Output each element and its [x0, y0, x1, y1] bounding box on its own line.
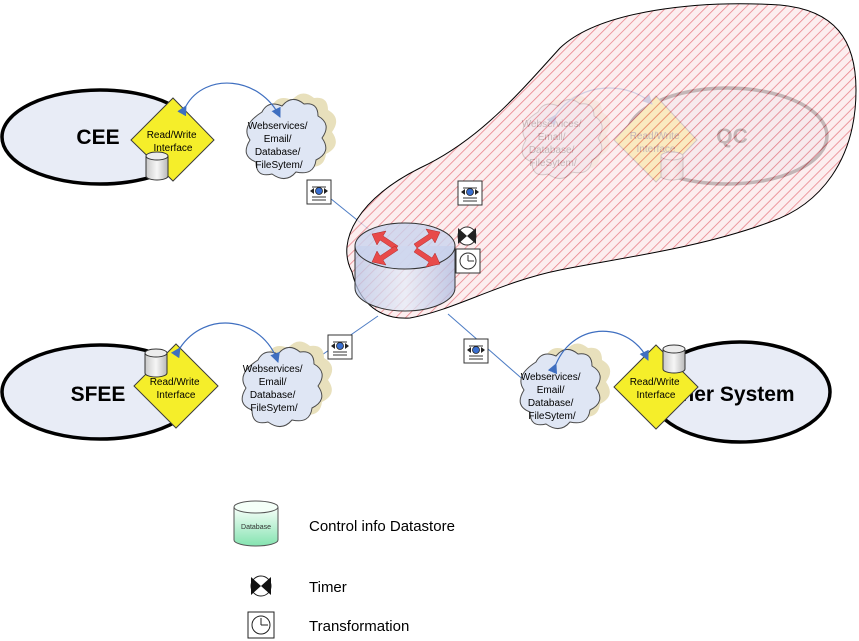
- cloud-label-line1: Webservices/: [243, 364, 303, 375]
- message-icon: [327, 334, 353, 360]
- legend-timer-icon: [250, 575, 272, 597]
- cloud-label-line3: Database/: [255, 147, 301, 158]
- cloud-label-line4: FileSytem/: [255, 160, 302, 171]
- other-transport-cloud[interactable]: Webservices/ Email/ Database/ FileSytem/: [519, 343, 611, 429]
- message-icon: [457, 180, 483, 206]
- sfee-label: SFEE: [71, 383, 126, 406]
- cee-label: CEE: [76, 126, 119, 149]
- svg-text:Webservices/ Email/: Webservices/ Email/ Database/ FileSytem/: [521, 372, 584, 422]
- other-link-arrow: [547, 330, 649, 375]
- hub-timer-icon: [457, 226, 477, 246]
- svg-text:Webservices/ Email/: Webservices/ Email/ Database/ FileSytem/: [243, 364, 306, 414]
- hub-router[interactable]: [354, 222, 456, 312]
- legend: Database Control info Datastore Timer Tr…: [233, 500, 455, 639]
- cloud-label-line3: Database/: [250, 390, 296, 401]
- other-system[interactable]: her System: [648, 340, 832, 444]
- legend-transformation-icon: [247, 611, 275, 639]
- sfee-interface[interactable]: Read/Write Interface: [133, 343, 219, 429]
- legend-database-icon: Database: [233, 500, 279, 547]
- svg-text:Read/Write Interface: Read/Write Interface: [150, 377, 203, 401]
- interface-label-line1: Read/Write: [150, 377, 200, 388]
- legend-transformation-label: Transformation: [309, 618, 409, 635]
- cloud-label-line3: Database/: [528, 398, 574, 409]
- legend-datastore-label: Control info Datastore: [309, 518, 455, 535]
- database-icon: [144, 348, 168, 378]
- database-icon: [662, 344, 686, 374]
- interface-label-line1: Read/Write: [630, 377, 680, 388]
- legend-timer-label: Timer: [309, 579, 347, 596]
- interface-label-line2: Interface: [157, 390, 196, 401]
- hub-transformation-icon: [455, 248, 481, 274]
- cee-transport-cloud[interactable]: Webservices/ Email/ Database/ FileSytem/: [245, 93, 337, 179]
- cloud-label-line1: Webservices/: [248, 121, 308, 132]
- svg-text:Webservices/ Email/: Webservices/ Email/ Database/ FileSytem/: [248, 121, 311, 171]
- svg-text:Read/Write Interface: Read/Write Interface: [147, 130, 200, 154]
- interface-label-line1: Read/Write: [147, 130, 197, 141]
- cloud-label-line1: Webservices/: [521, 372, 581, 383]
- legend-database-icon-text: Database: [241, 524, 271, 531]
- database-icon: [145, 151, 169, 181]
- cee-interface[interactable]: Read/Write Interface: [130, 97, 215, 182]
- message-icon: [306, 179, 332, 205]
- message-icon: [463, 338, 489, 364]
- router-arrows-icon: [371, 228, 441, 268]
- sfee-transport-cloud[interactable]: Webservices/ Email/ Database/ FileSytem/: [241, 341, 333, 427]
- sfee-link-arrow: [170, 322, 280, 363]
- cloud-label-line2: Email/: [537, 385, 565, 396]
- other-system-label: her System: [681, 383, 794, 406]
- cloud-label-line4: FileSytem/: [528, 411, 575, 422]
- interface-label-line2: Interface: [637, 390, 676, 401]
- cloud-label-line4: FileSytem/: [250, 403, 297, 414]
- cee-link-arrow: [177, 82, 281, 118]
- interface-label-line2: Interface: [154, 143, 193, 154]
- cloud-label-line2: Email/: [264, 134, 292, 145]
- cloud-label-line2: Email/: [259, 377, 287, 388]
- svg-text:Read/Write Interface: Read/Write Interface: [630, 377, 683, 401]
